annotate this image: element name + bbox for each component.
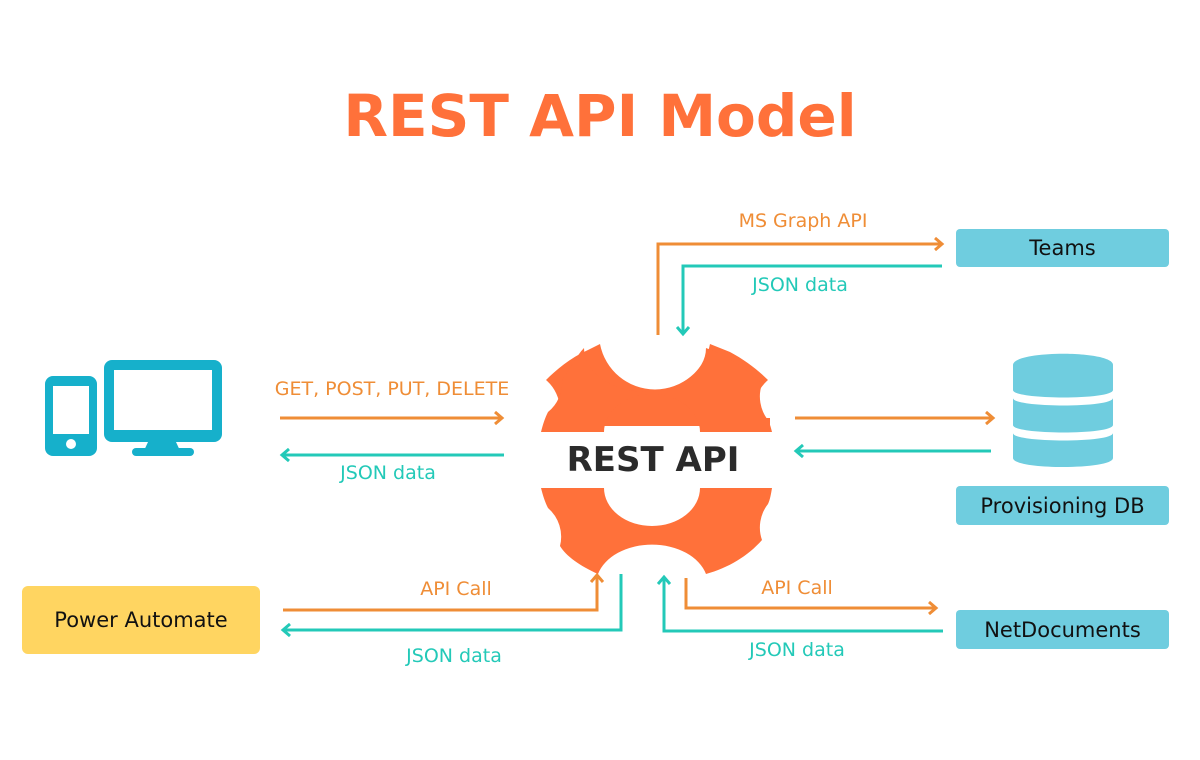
netdocuments-request-label: API Call bbox=[761, 577, 833, 599]
gear-icon bbox=[541, 344, 772, 574]
teams-request-label: MS Graph API bbox=[738, 210, 868, 232]
teams-response-arrow bbox=[683, 264, 942, 334]
power-automate-box: Power Automate bbox=[22, 586, 260, 654]
netdocuments-request-arrow bbox=[684, 578, 936, 608]
teams-box: Teams bbox=[956, 229, 1169, 267]
power-automate-response-arrow bbox=[283, 574, 623, 630]
devices-icon bbox=[45, 360, 222, 456]
clients-response-label: JSON data bbox=[340, 462, 436, 484]
diagram-title: REST API Model bbox=[343, 82, 857, 150]
netdocuments-box: NetDocuments bbox=[956, 610, 1169, 649]
power-automate-request-label: API Call bbox=[420, 578, 492, 600]
netdocuments-response-label: JSON data bbox=[749, 639, 845, 661]
rest-api-label: REST API bbox=[566, 440, 740, 480]
database-icon bbox=[1013, 353, 1113, 467]
power-automate-request-arrow bbox=[283, 575, 597, 612]
power-automate-response-label: JSON data bbox=[406, 645, 502, 667]
clients-request-label: GET, POST, PUT, DELETE bbox=[274, 378, 510, 400]
teams-response-label: JSON data bbox=[752, 274, 848, 296]
teams-request-arrow bbox=[656, 244, 942, 335]
provisioning-db-box: Provisioning DB bbox=[956, 486, 1169, 525]
netdocuments-response-arrow bbox=[664, 577, 943, 633]
